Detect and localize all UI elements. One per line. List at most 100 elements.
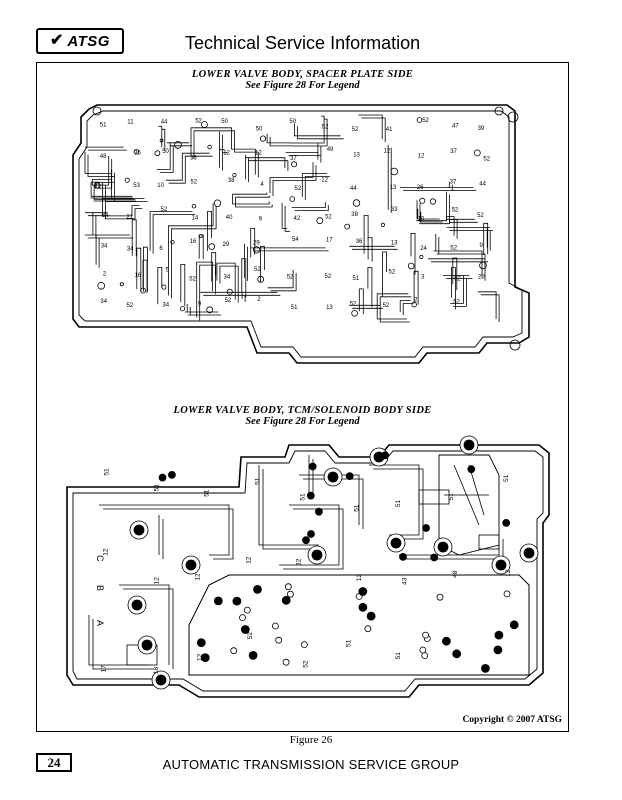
bolt-hole — [507, 111, 519, 123]
feed-hole — [422, 524, 431, 532]
oil-channel-wall — [159, 145, 193, 173]
vertical-channel — [410, 233, 416, 275]
exhaust-hole — [364, 625, 372, 633]
oil-channel — [219, 131, 225, 168]
passage-number-label: 14 — [192, 216, 199, 222]
oil-channel-wall — [193, 130, 259, 178]
passage-number-label: 52 — [247, 632, 254, 640]
feed-hole — [302, 536, 310, 545]
passage-number-label: 52 — [383, 303, 390, 309]
orifice-hole — [124, 177, 130, 183]
passage-number-label: 2 — [103, 271, 107, 277]
passage-number-label: 29 — [253, 240, 260, 246]
oil-channel — [168, 203, 214, 296]
oil-channel-wall — [123, 588, 174, 669]
oil-channel — [446, 191, 475, 220]
passage-number-label: 52 — [389, 270, 396, 276]
passage-number-label: 13 — [391, 241, 398, 247]
oil-channel-wall — [219, 265, 239, 303]
passage-number-label: 12 — [245, 556, 252, 564]
feed-hole — [314, 507, 323, 516]
passage-number-label: 13 — [353, 152, 360, 158]
passage-number-label: 51 — [395, 499, 402, 507]
feed-hole — [196, 638, 206, 648]
orifice-hole — [179, 306, 186, 312]
vertical-channel — [367, 237, 373, 262]
bottom-view-heading: LOWER VALVE BODY, TCM/SOLENOID BODY SIDE… — [37, 405, 568, 427]
passage-number-label: 12 — [295, 558, 302, 566]
oil-channel-wall — [87, 215, 134, 268]
passage-number-label: 49 — [327, 147, 334, 153]
circuit-letter-label: C — [95, 555, 105, 562]
oil-channel-wall — [403, 184, 477, 191]
passage-number-label: 50 — [221, 119, 228, 125]
passage-number-label: 34 — [162, 303, 169, 309]
circuit-letter-label: B — [95, 585, 105, 591]
passage-number-label: 34 — [102, 213, 109, 219]
orifice-hole — [213, 199, 222, 207]
check-mark-icon: ✔ — [50, 32, 64, 49]
passage-number-label: 12 — [418, 154, 425, 160]
passage-number-label: 52 — [322, 124, 329, 130]
exhaust-hole — [230, 647, 238, 655]
oil-channel-wall — [402, 303, 414, 316]
passage-number-label: 12 — [384, 149, 391, 155]
passage-number-label: 52 — [422, 118, 429, 124]
passage-number-label: 51 — [395, 652, 402, 660]
passage-number-label: 52 — [352, 127, 359, 133]
bolt-hole — [494, 106, 504, 116]
oil-channel-wall — [222, 134, 228, 171]
orifice-hole — [380, 222, 385, 228]
feed-hole — [480, 663, 490, 673]
passage-number-label: 17 — [326, 238, 333, 244]
orifice-hole — [207, 144, 212, 150]
passage-number-label: 6 — [159, 246, 163, 252]
orifice-hole — [351, 310, 358, 317]
feed-hole — [248, 650, 258, 660]
passage-number-label: 12 — [321, 178, 328, 184]
oil-channel — [232, 192, 270, 205]
oil-channel — [416, 216, 455, 236]
passage-number-label: 52 — [483, 156, 490, 162]
oil-channel — [399, 300, 411, 313]
passage-number-label: 52 — [195, 118, 202, 124]
oil-channel-wall — [294, 205, 329, 211]
orifice-hole — [206, 306, 214, 314]
passage-number-label: 31 — [94, 183, 101, 189]
orifice-hole — [94, 182, 101, 189]
oil-channel — [279, 504, 340, 566]
oil-channel — [269, 162, 314, 194]
feed-hole — [358, 602, 368, 612]
orifice-hole — [119, 282, 124, 287]
orifice-hole — [416, 117, 423, 123]
passage-number-label: 12 — [154, 577, 161, 585]
vertical-channel — [157, 267, 163, 305]
orifice-hole — [419, 254, 424, 260]
passage-number-label: 12 — [223, 151, 230, 157]
oil-channel — [158, 125, 163, 148]
passage-number-label: 16 — [135, 273, 142, 279]
bolt-hole — [155, 674, 167, 686]
oil-channel — [376, 293, 409, 320]
passage-number-label: 10 — [157, 183, 164, 189]
bolt-hole — [311, 549, 323, 561]
vertical-channel — [198, 234, 204, 260]
oil-channel — [477, 291, 497, 319]
vertical-channel — [382, 251, 387, 297]
copyright-text: Copyright © 2007 ATSG — [462, 715, 562, 725]
feed-hole — [381, 451, 390, 460]
oil-channel-wall — [288, 146, 322, 163]
orifice-hole — [352, 199, 361, 207]
logo-text: ATSG — [67, 32, 110, 50]
passage-number-label: 50 — [289, 119, 296, 125]
orifice-hole — [208, 243, 216, 250]
oil-channel-wall — [304, 176, 331, 200]
bolt-hole — [509, 339, 521, 351]
passage-number-label: 13 — [390, 185, 397, 191]
oil-channel — [267, 269, 294, 289]
vertical-channel — [483, 222, 489, 255]
bolt-hole — [463, 439, 475, 451]
passage-number-label: 4 — [260, 182, 264, 188]
orifice-hole — [289, 196, 296, 202]
orifice-hole — [174, 141, 182, 149]
